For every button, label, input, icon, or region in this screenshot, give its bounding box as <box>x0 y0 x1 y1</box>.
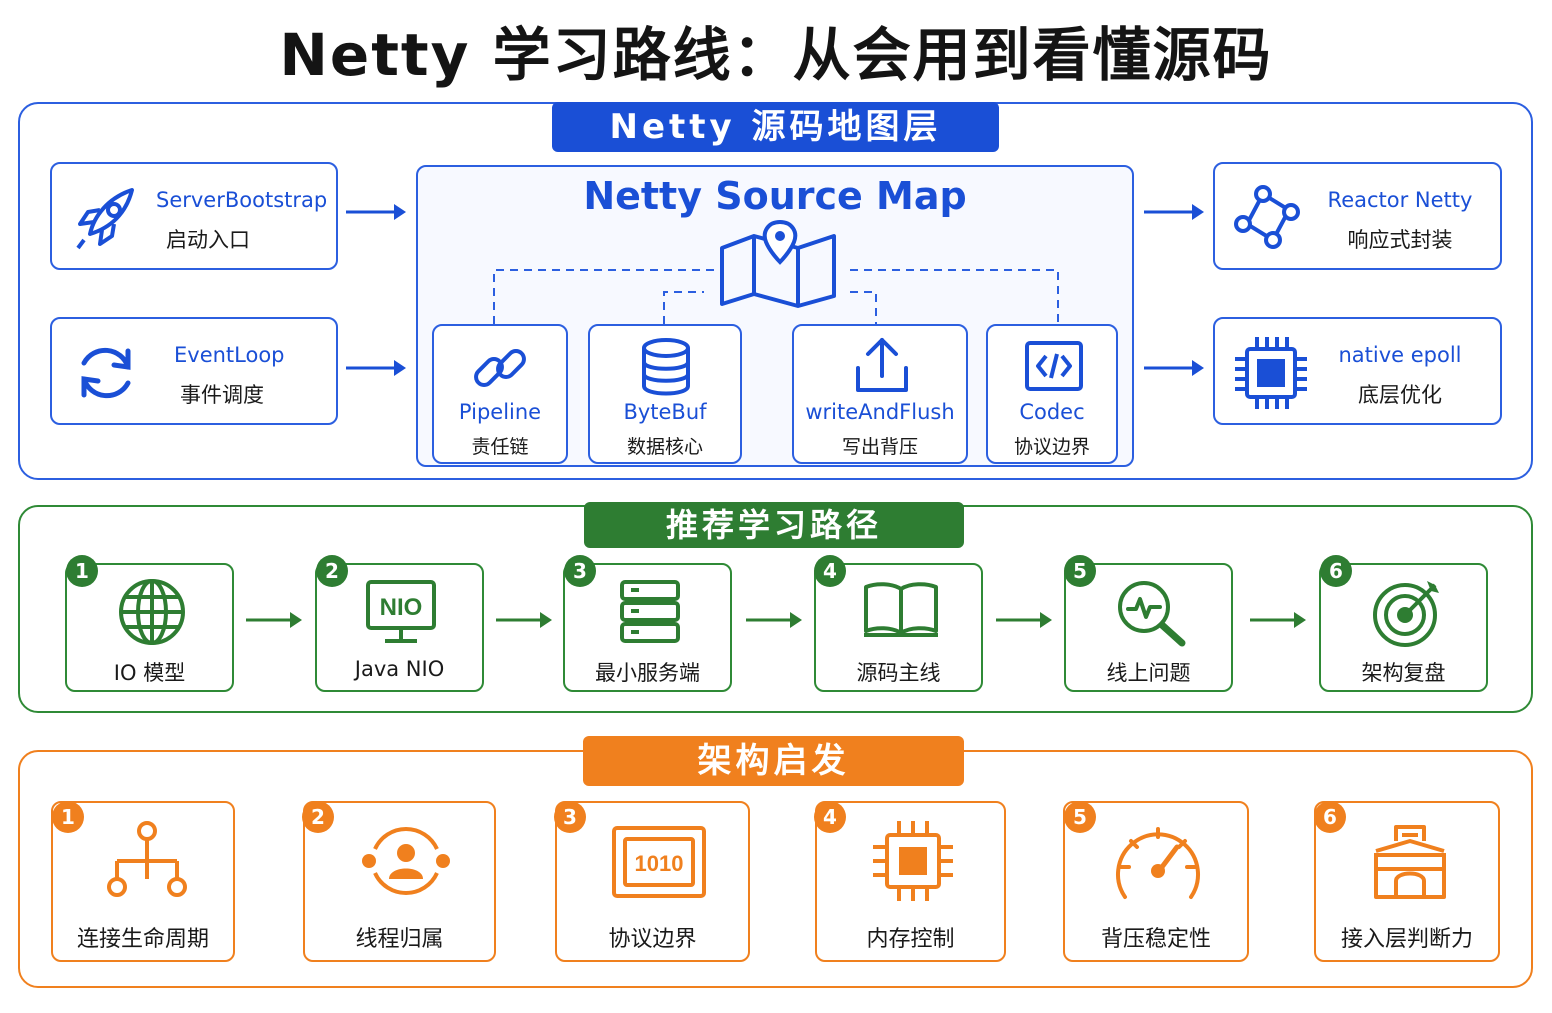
arrow-right-icon <box>1144 204 1204 220</box>
module-title: Pipeline <box>458 400 542 424</box>
database-icon <box>642 338 690 396</box>
inspire-item-2[interactable]: 线程归属 <box>303 801 496 962</box>
step-label: 架构复盘 <box>1361 661 1446 685</box>
module-pipeline[interactable]: Pipeline 责任链 <box>432 324 568 464</box>
step-badge: 2 <box>316 555 348 587</box>
link-icon <box>474 349 526 387</box>
user-cycle-icon <box>362 827 450 895</box>
inspire-badge: 2 <box>302 801 334 833</box>
source-map-header: Netty 源码地图层 <box>552 102 999 152</box>
arrow-right-icon <box>1144 360 1204 376</box>
monitor-icon: NIO <box>366 580 436 643</box>
step-badge: 6 <box>1320 555 1352 587</box>
step-badge: 5 <box>1064 555 1096 587</box>
gauge-icon <box>1116 827 1200 899</box>
path-step-2[interactable]: NIO Java NIO <box>315 563 484 692</box>
module-subtitle: 写出背压 <box>841 436 918 458</box>
step-label: Java NIO <box>354 657 445 681</box>
card-title: native epoll <box>1338 343 1462 367</box>
arrow-right-icon <box>246 612 302 628</box>
inspire-item-6[interactable]: 接入层判断力 <box>1314 801 1500 962</box>
card-title: ServerBootstrap <box>156 188 328 212</box>
card-subtitle: 响应式封装 <box>1347 228 1453 252</box>
magnifier-pulse-icon <box>1118 581 1186 647</box>
inspire-label: 内存控制 <box>866 927 955 952</box>
arrow-right-icon <box>996 612 1052 628</box>
inspire-badge: 3 <box>554 801 586 833</box>
arrow-right-icon <box>346 360 406 376</box>
path-step-4[interactable]: 源码主线 <box>814 563 983 692</box>
inspire-item-5[interactable]: 背压稳定性 <box>1063 801 1249 962</box>
path-step-1[interactable]: IO 模型 <box>65 563 234 692</box>
module-subtitle: 数据核心 <box>626 436 703 458</box>
monitor-icon-text: NIO <box>380 594 423 621</box>
module-title: Codec <box>1019 400 1085 424</box>
module-title: ByteBuf <box>623 400 707 424</box>
step-badge: 1 <box>66 555 98 587</box>
gateway-icon <box>1374 825 1446 899</box>
module-subtitle: 协议边界 <box>1013 436 1090 458</box>
step-label: 最小服务端 <box>595 661 700 685</box>
binary-frame-icon: 1010 <box>612 826 706 898</box>
server-icon <box>620 580 680 643</box>
inspire-badge: 6 <box>1314 801 1346 833</box>
arrow-right-icon <box>1250 612 1306 628</box>
step-label: 源码主线 <box>856 661 941 685</box>
card-reactor-netty[interactable]: Reactor Netty 响应式封装 <box>1213 162 1502 270</box>
step-badge: 3 <box>564 555 596 587</box>
step-label: 线上问题 <box>1106 661 1191 685</box>
card-serverbootstrap[interactable]: ServerBootstrap 启动入口 <box>50 162 338 270</box>
inspire-label: 背压稳定性 <box>1100 927 1211 952</box>
inspire-label: 连接生命周期 <box>76 927 209 952</box>
nodes-icon <box>1234 185 1300 249</box>
book-icon <box>864 582 938 637</box>
card-subtitle: 启动入口 <box>166 228 250 252</box>
page-title: Netty 学习路线：从会用到看懂源码 <box>279 21 1273 89</box>
source-map-title: Netty Source Map <box>583 174 967 218</box>
inspire-item-3[interactable]: 1010 协议边界 <box>555 801 750 962</box>
card-title: EventLoop <box>174 343 285 367</box>
target-icon <box>1373 581 1439 647</box>
arrow-right-icon <box>346 204 406 220</box>
inspire-label: 协议边界 <box>608 927 697 952</box>
card-native-epoll[interactable]: native epoll 底层优化 <box>1213 317 1502 425</box>
inspire-label: 线程归属 <box>355 927 444 952</box>
tree-icon <box>107 821 187 897</box>
arrow-right-icon <box>496 612 552 628</box>
cpu-icon <box>873 821 953 901</box>
inspire-badge: 5 <box>1064 801 1096 833</box>
card-subtitle: 底层优化 <box>1358 383 1442 407</box>
map-icon <box>720 219 836 308</box>
step-badge: 4 <box>814 555 846 587</box>
module-bytebuf[interactable]: ByteBuf 数据核心 <box>588 324 742 464</box>
learning-path-header: 推荐学习路径 <box>584 502 964 548</box>
inspire-label: 接入层判断力 <box>1340 927 1473 952</box>
upload-icon <box>856 338 908 392</box>
path-step-6[interactable]: 架构复盘 <box>1319 563 1488 692</box>
inspire-item-4[interactable]: 内存控制 <box>815 801 1006 962</box>
refresh-icon <box>81 347 131 399</box>
inspiration-header: 架构启发 <box>583 736 964 786</box>
card-subtitle: 事件调度 <box>180 383 264 407</box>
map-connectors <box>493 269 1059 324</box>
binary-frame-text: 1010 <box>635 851 684 876</box>
inspire-badge: 4 <box>814 801 846 833</box>
inspire-badge: 1 <box>52 801 84 833</box>
card-eventloop[interactable]: EventLoop 事件调度 <box>50 317 338 425</box>
card-title: Reactor Netty <box>1327 188 1473 212</box>
module-codec[interactable]: Codec 协议边界 <box>986 324 1118 464</box>
path-step-5[interactable]: 线上问题 <box>1064 563 1233 692</box>
rocket-icon <box>76 188 134 250</box>
module-subtitle: 责任链 <box>471 436 529 458</box>
path-step-3[interactable]: 最小服务端 <box>563 563 732 692</box>
arrow-right-icon <box>746 612 802 628</box>
module-title: writeAndFlush <box>805 400 955 424</box>
code-icon <box>1025 341 1083 391</box>
globe-icon <box>119 579 185 645</box>
inspire-item-1[interactable]: 连接生命周期 <box>51 801 235 962</box>
chip-icon <box>1235 337 1307 409</box>
module-writeandflush[interactable]: writeAndFlush 写出背压 <box>792 324 968 464</box>
step-label: IO 模型 <box>113 661 186 685</box>
